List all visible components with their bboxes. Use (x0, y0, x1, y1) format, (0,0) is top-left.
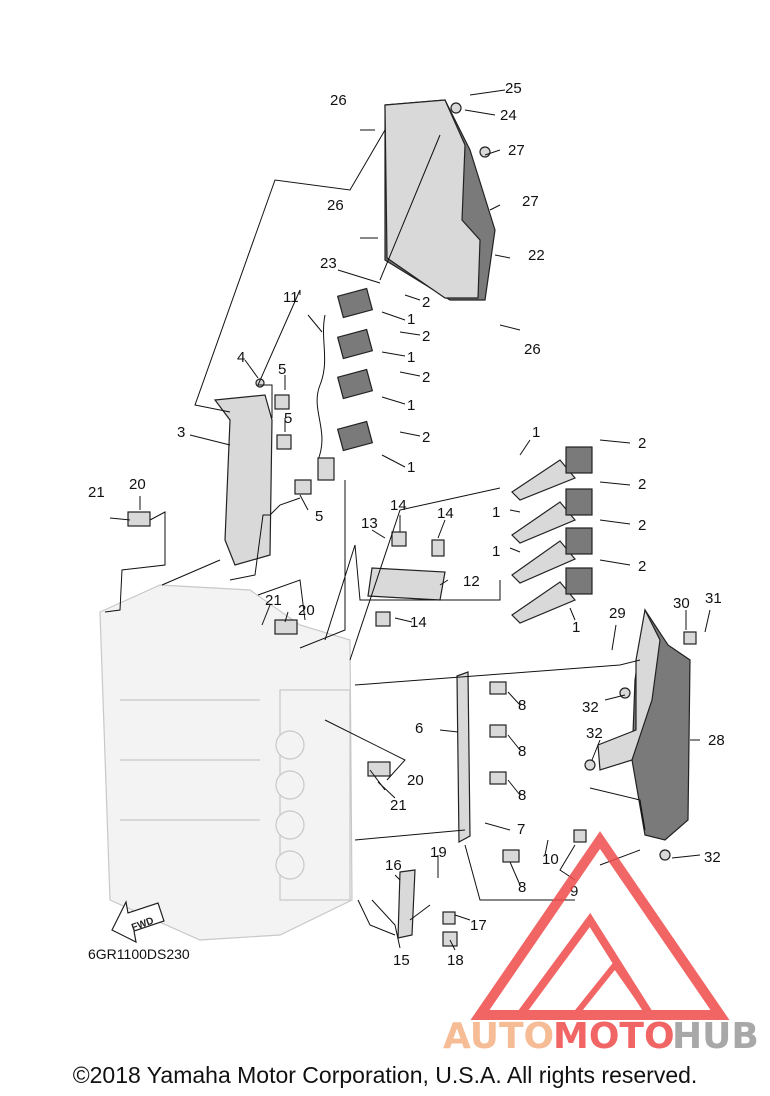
callout-32: 32 (586, 725, 603, 742)
callout-1: 1 (407, 311, 415, 328)
callout-26: 26 (327, 197, 344, 214)
callout-8: 8 (518, 697, 526, 714)
part-22-cover (384, 99, 496, 301)
callout-19: 19 (430, 844, 447, 861)
callout-20: 20 (407, 772, 424, 789)
callout-21: 21 (265, 592, 282, 609)
callout-5: 5 (278, 361, 286, 378)
callout-27: 27 (522, 193, 539, 210)
callout-13: 13 (361, 515, 378, 532)
small-parts (127, 102, 697, 947)
callout-23: 23 (320, 255, 337, 272)
callout-1: 1 (572, 619, 580, 636)
callout-22: 22 (528, 247, 545, 264)
coil-group-upper (336, 287, 374, 452)
callout-3: 3 (177, 424, 185, 441)
watermark-hub: HUB (672, 1016, 759, 1057)
callout-30: 30 (673, 595, 690, 612)
part-11-harness (316, 314, 335, 481)
coil-group-right (511, 446, 593, 624)
callout-7: 7 (517, 821, 525, 838)
part-6-rail (456, 671, 471, 844)
callout-2: 2 (422, 328, 430, 345)
part-3-bracket (213, 394, 273, 566)
callout-9: 9 (570, 883, 578, 900)
callout-2: 2 (422, 369, 430, 386)
callout-2: 2 (638, 558, 646, 575)
callout-labels: 26 25 24 27 26 27 22 23 26 11 2 1 2 1 2 … (88, 80, 725, 969)
watermark-auto: AUTO (443, 1016, 554, 1057)
callout-1: 1 (492, 504, 500, 521)
callout-1: 1 (407, 459, 415, 476)
callout-8: 8 (518, 879, 526, 896)
callout-2: 2 (638, 435, 646, 452)
leader-lines (104, 89, 711, 951)
callout-29: 29 (609, 605, 626, 622)
callout-32: 32 (582, 699, 599, 716)
callout-1: 1 (407, 349, 415, 366)
callout-14: 14 (410, 614, 427, 631)
callout-14: 14 (390, 497, 407, 514)
callout-12: 12 (463, 573, 480, 590)
diagram-code: 6GR1100DS230 (88, 946, 190, 962)
callout-20: 20 (129, 476, 146, 493)
callout-27: 27 (508, 142, 525, 159)
callout-5: 5 (315, 508, 323, 525)
callout-24: 24 (500, 107, 517, 124)
callout-28: 28 (708, 732, 725, 749)
callout-15: 15 (393, 952, 410, 969)
callout-32: 32 (704, 849, 721, 866)
callout-8: 8 (518, 743, 526, 760)
callout-2: 2 (422, 429, 430, 446)
engine-block (99, 584, 353, 941)
callout-21: 21 (88, 484, 105, 501)
watermark-moto: MOTO (553, 1016, 675, 1057)
callout-2: 2 (638, 476, 646, 493)
callout-2: 2 (422, 294, 430, 311)
callout-17: 17 (470, 917, 487, 934)
callout-11: 11 (283, 289, 299, 306)
callout-1: 1 (492, 543, 500, 560)
watermark-logo: AUTO MOTO HUB (443, 831, 759, 1057)
copyright-notice: ©2018 Yamaha Motor Corporation, U.S.A. A… (72, 1062, 698, 1088)
callout-1: 1 (407, 397, 415, 414)
callout-31: 31 (705, 590, 722, 607)
callout-4: 4 (237, 349, 245, 366)
callout-20: 20 (298, 602, 315, 619)
callout-26: 26 (330, 92, 347, 109)
callout-25: 25 (505, 80, 522, 97)
callout-5: 5 (284, 410, 292, 427)
callout-10: 10 (542, 851, 559, 868)
callout-14: 14 (437, 505, 454, 522)
part-28-cover (597, 608, 691, 841)
callout-8: 8 (518, 787, 526, 804)
callout-2: 2 (638, 517, 646, 534)
callout-1: 1 (532, 424, 540, 441)
callout-21: 21 (390, 797, 407, 814)
callout-18: 18 (447, 952, 464, 969)
callout-6: 6 (415, 720, 423, 737)
callout-26: 26 (524, 341, 541, 358)
callout-16: 16 (385, 857, 402, 874)
